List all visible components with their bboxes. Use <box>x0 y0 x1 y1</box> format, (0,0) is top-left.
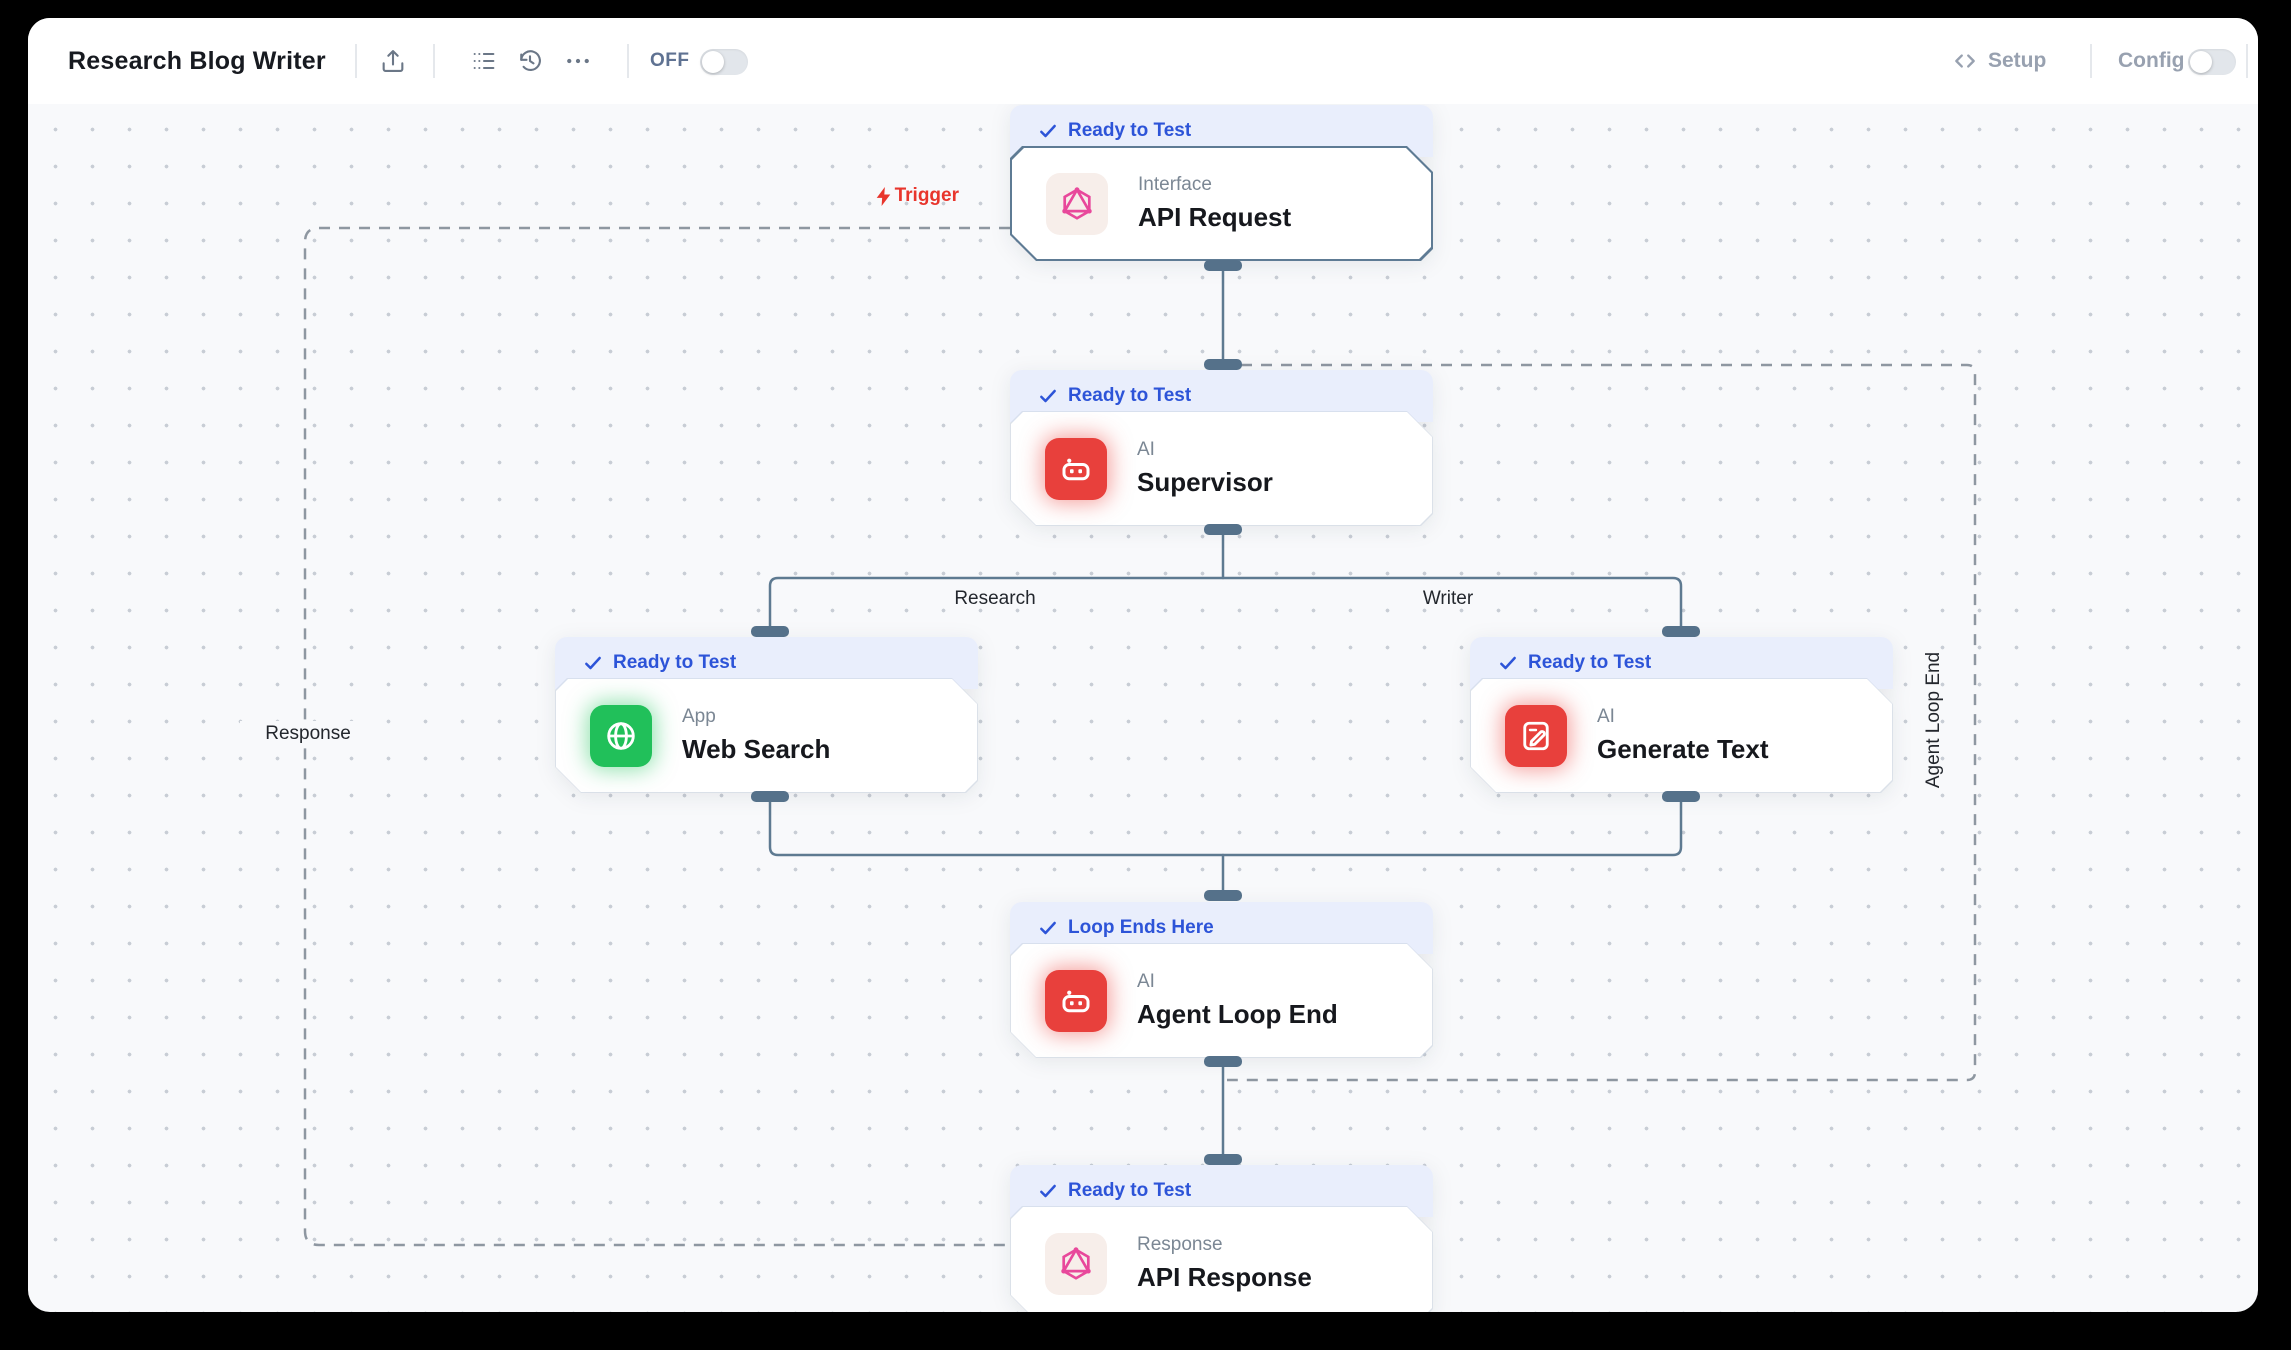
setup-label: Setup <box>1988 49 2047 72</box>
ai-icon <box>1045 970 1107 1032</box>
node-category: App <box>682 706 716 727</box>
divider <box>2090 44 2092 78</box>
check-icon <box>585 656 601 670</box>
node-title: Agent Loop End <box>1137 999 1338 1029</box>
node-title: API Request <box>1138 202 1292 232</box>
check-icon <box>1040 124 1056 138</box>
agent-loop-edge-label: Agent Loop End <box>1923 651 1944 789</box>
robot-icon <box>1058 983 1094 1019</box>
solid-edges <box>768 268 1683 1160</box>
port-web-search-out[interactable] <box>751 791 789 802</box>
workflow-enabled-toggle[interactable] <box>700 49 748 75</box>
port-api-response-in[interactable] <box>1204 1154 1242 1165</box>
port-supervisor-in[interactable] <box>1204 359 1242 370</box>
history-icon <box>520 50 541 71</box>
node-api-request[interactable]: Ready to Test Interface API Request <box>1010 105 1433 261</box>
check-icon <box>1500 656 1516 670</box>
ai-icon <box>1505 705 1567 767</box>
app-window: Research Blog Writer <box>28 18 2258 1312</box>
node-title: Generate Text <box>1597 734 1769 764</box>
trigger-label: Trigger <box>828 185 959 207</box>
upload-icon <box>382 50 404 72</box>
branch-label-writer: Writer <box>1422 588 1474 609</box>
workflow-title: Research Blog Writer <box>68 46 326 75</box>
more-options-button[interactable] <box>558 41 598 81</box>
steps-list-button[interactable] <box>464 41 504 81</box>
api-hexagon-icon <box>1058 1246 1094 1282</box>
ai-icon <box>1045 438 1107 500</box>
node-title: API Response <box>1137 1262 1312 1292</box>
ellipsis-icon <box>567 58 589 64</box>
branch-label-research: Research <box>954 588 1036 609</box>
node-title: Supervisor <box>1137 467 1273 497</box>
port-agent-loop-end-out[interactable] <box>1204 1056 1242 1067</box>
port-api-request-out[interactable] <box>1204 260 1242 271</box>
top-toolbar: Research Blog Writer <box>28 18 2258 104</box>
setup-button[interactable]: Setup <box>1952 18 2046 104</box>
divider <box>2246 44 2248 78</box>
app-icon <box>590 705 652 767</box>
node-supervisor[interactable]: Ready to Test AI Supervisor <box>1010 370 1433 526</box>
dotted-list-icon <box>473 52 495 70</box>
lightning-bolt-icon <box>876 186 890 206</box>
document-pencil-icon <box>1518 718 1554 754</box>
config-label: Config <box>2118 49 2185 72</box>
node-category: Interface <box>1138 174 1212 195</box>
node-web-search[interactable]: Ready to Test App Web Search <box>555 637 978 793</box>
port-agent-loop-end-in[interactable] <box>1204 890 1242 901</box>
globe-icon <box>603 718 639 754</box>
check-icon <box>1040 921 1056 935</box>
divider <box>433 44 435 78</box>
node-category: Response <box>1137 1234 1223 1255</box>
history-button[interactable] <box>510 41 550 81</box>
interface-icon <box>1046 173 1108 235</box>
port-web-search-in[interactable] <box>751 626 789 637</box>
node-category: AI <box>1597 706 1615 727</box>
port-generate-text-in[interactable] <box>1662 626 1700 637</box>
divider <box>627 44 629 78</box>
node-title: Web Search <box>682 734 831 764</box>
check-icon <box>1040 1184 1056 1198</box>
port-supervisor-out[interactable] <box>1204 524 1242 535</box>
node-api-response[interactable]: Ready to Test Response API Response <box>1010 1165 1433 1312</box>
config-toggle[interactable] <box>2188 49 2236 75</box>
node-category: AI <box>1137 439 1155 460</box>
share-button[interactable] <box>373 41 413 81</box>
robot-icon <box>1058 451 1094 487</box>
api-hexagon-icon <box>1059 186 1095 222</box>
off-label: OFF <box>650 50 690 71</box>
node-generate-text[interactable]: Ready to Test AI Generate Text <box>1470 637 1893 793</box>
port-generate-text-out[interactable] <box>1662 791 1700 802</box>
response-edge-label: Response <box>240 721 376 747</box>
check-icon <box>1040 389 1056 403</box>
divider <box>355 44 357 78</box>
response-icon <box>1045 1233 1107 1295</box>
node-agent-loop-end[interactable]: Loop Ends Here AI Agent Loop End <box>1010 902 1433 1058</box>
node-category: AI <box>1137 971 1155 992</box>
code-icon <box>1955 54 1975 68</box>
